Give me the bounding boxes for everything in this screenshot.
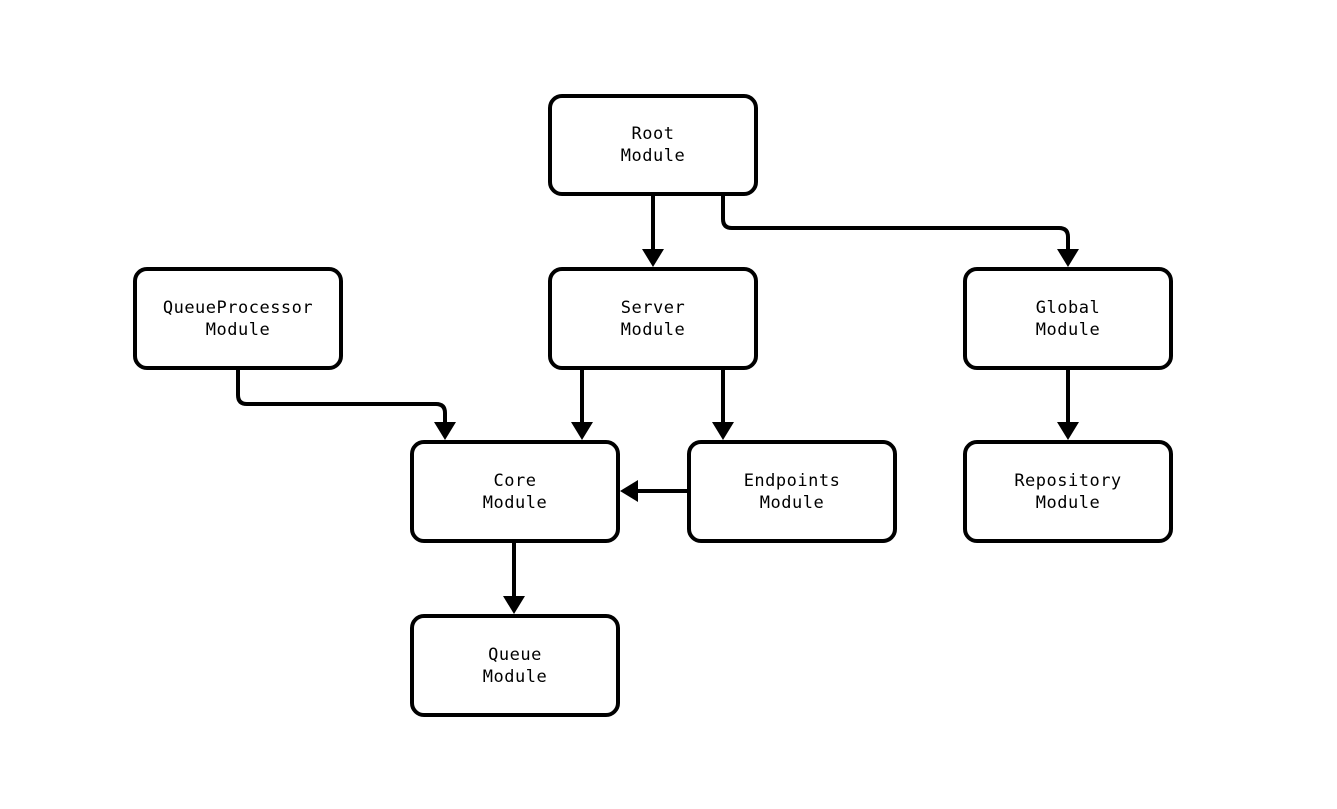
edge-root-to-server — [642, 196, 664, 267]
node-label-primary: Root — [631, 124, 675, 144]
arrowhead-icon — [434, 422, 456, 440]
node-label-primary: Repository — [1014, 470, 1122, 491]
node-label-secondary: Module — [620, 146, 686, 166]
node-label-primary: Queue — [488, 644, 542, 665]
node-label-primary: QueueProcessor — [162, 297, 314, 318]
arrowhead-icon — [571, 422, 593, 440]
edge-line — [236, 370, 447, 431]
node-label-secondary: Module — [482, 492, 548, 513]
arrowhead-icon — [503, 596, 525, 614]
node-label-secondary: Module — [1035, 492, 1101, 513]
node-label-secondary: Module — [620, 319, 686, 340]
node-label-secondary: Module — [1035, 319, 1101, 340]
edge-queueprocessor-to-core — [236, 370, 456, 440]
edge-global-to-repository — [1057, 370, 1079, 440]
edge-line — [721, 196, 1070, 258]
edge-root-to-global — [721, 196, 1079, 267]
node-label-secondary: Module — [482, 666, 548, 687]
node-label-secondary: Module — [759, 492, 825, 513]
node-label-primary: Core — [493, 470, 537, 491]
arrowhead-icon — [712, 422, 734, 440]
edge-endpoints-to-core — [620, 480, 687, 502]
edge-server-to-core — [571, 370, 593, 440]
arrowhead-icon — [620, 480, 638, 502]
edge-core-to-queue — [503, 543, 525, 614]
node-label-primary: Server — [620, 297, 686, 318]
arrowhead-icon — [1057, 249, 1079, 267]
arrowhead-icon — [1057, 422, 1079, 440]
node-label-primary: Endpoints — [743, 470, 841, 491]
edge-server-to-endpoints — [712, 370, 734, 440]
arrowhead-icon — [642, 249, 664, 267]
node-label-secondary: Module — [205, 319, 271, 340]
node-label-primary: Global — [1035, 297, 1101, 318]
